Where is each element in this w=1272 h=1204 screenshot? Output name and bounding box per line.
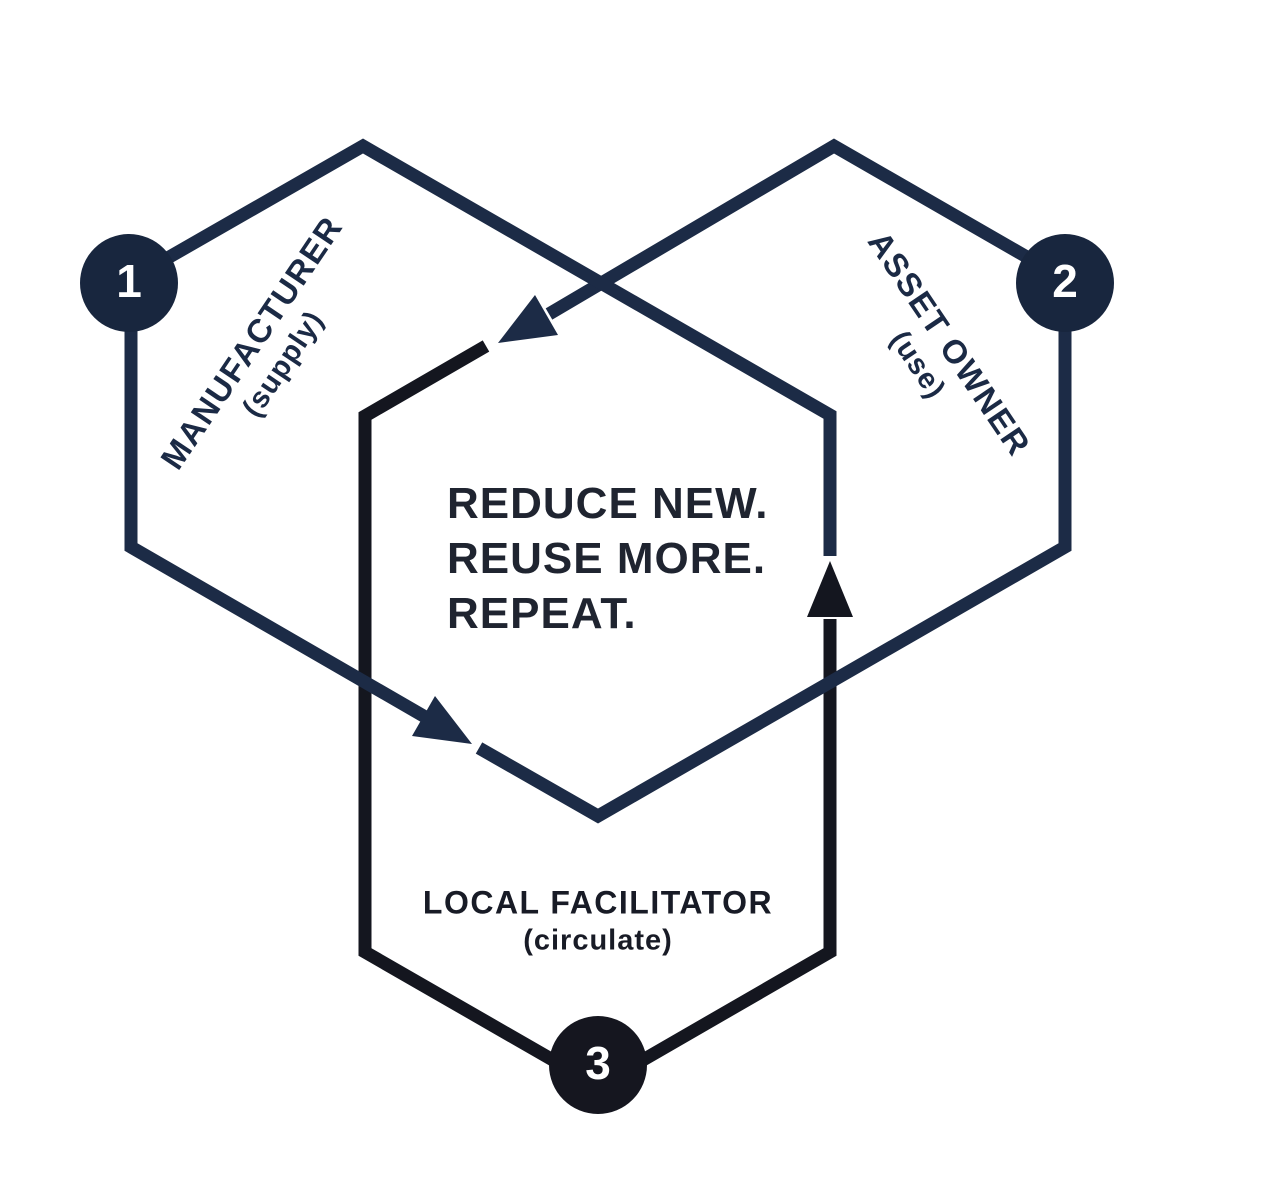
node-number-1: 1 xyxy=(116,254,142,307)
center-motto: REDUCE NEW. REUSE MORE. REPEAT. xyxy=(447,476,768,641)
flow-arrow-up-icon xyxy=(807,561,853,617)
ring-manufacturer xyxy=(124,138,837,724)
label-local-facilitator: LOCAL FACILITATOR (circulate) xyxy=(423,883,773,958)
node-number-3: 3 xyxy=(585,1036,611,1089)
node-circle-3 xyxy=(549,1016,647,1114)
node-number-2: 2 xyxy=(1052,254,1078,307)
motto-line-2: REUSE MORE. xyxy=(447,534,767,583)
local-facilitator-title: LOCAL FACILITATOR xyxy=(422,884,774,921)
node-circle-1 xyxy=(80,234,178,332)
motto-line-3: REPEAT. xyxy=(447,589,637,638)
flow-arrow-downleft-icon xyxy=(498,295,558,343)
motto-line-1: REDUCE NEW. xyxy=(447,479,769,528)
flow-arrow-downright-icon xyxy=(412,696,472,744)
ring-local-facilitator xyxy=(358,340,837,1094)
local-facilitator-subtitle: (circulate) xyxy=(523,924,673,957)
ring-asset-owner xyxy=(475,138,1072,824)
node-circle-2 xyxy=(1016,234,1114,332)
